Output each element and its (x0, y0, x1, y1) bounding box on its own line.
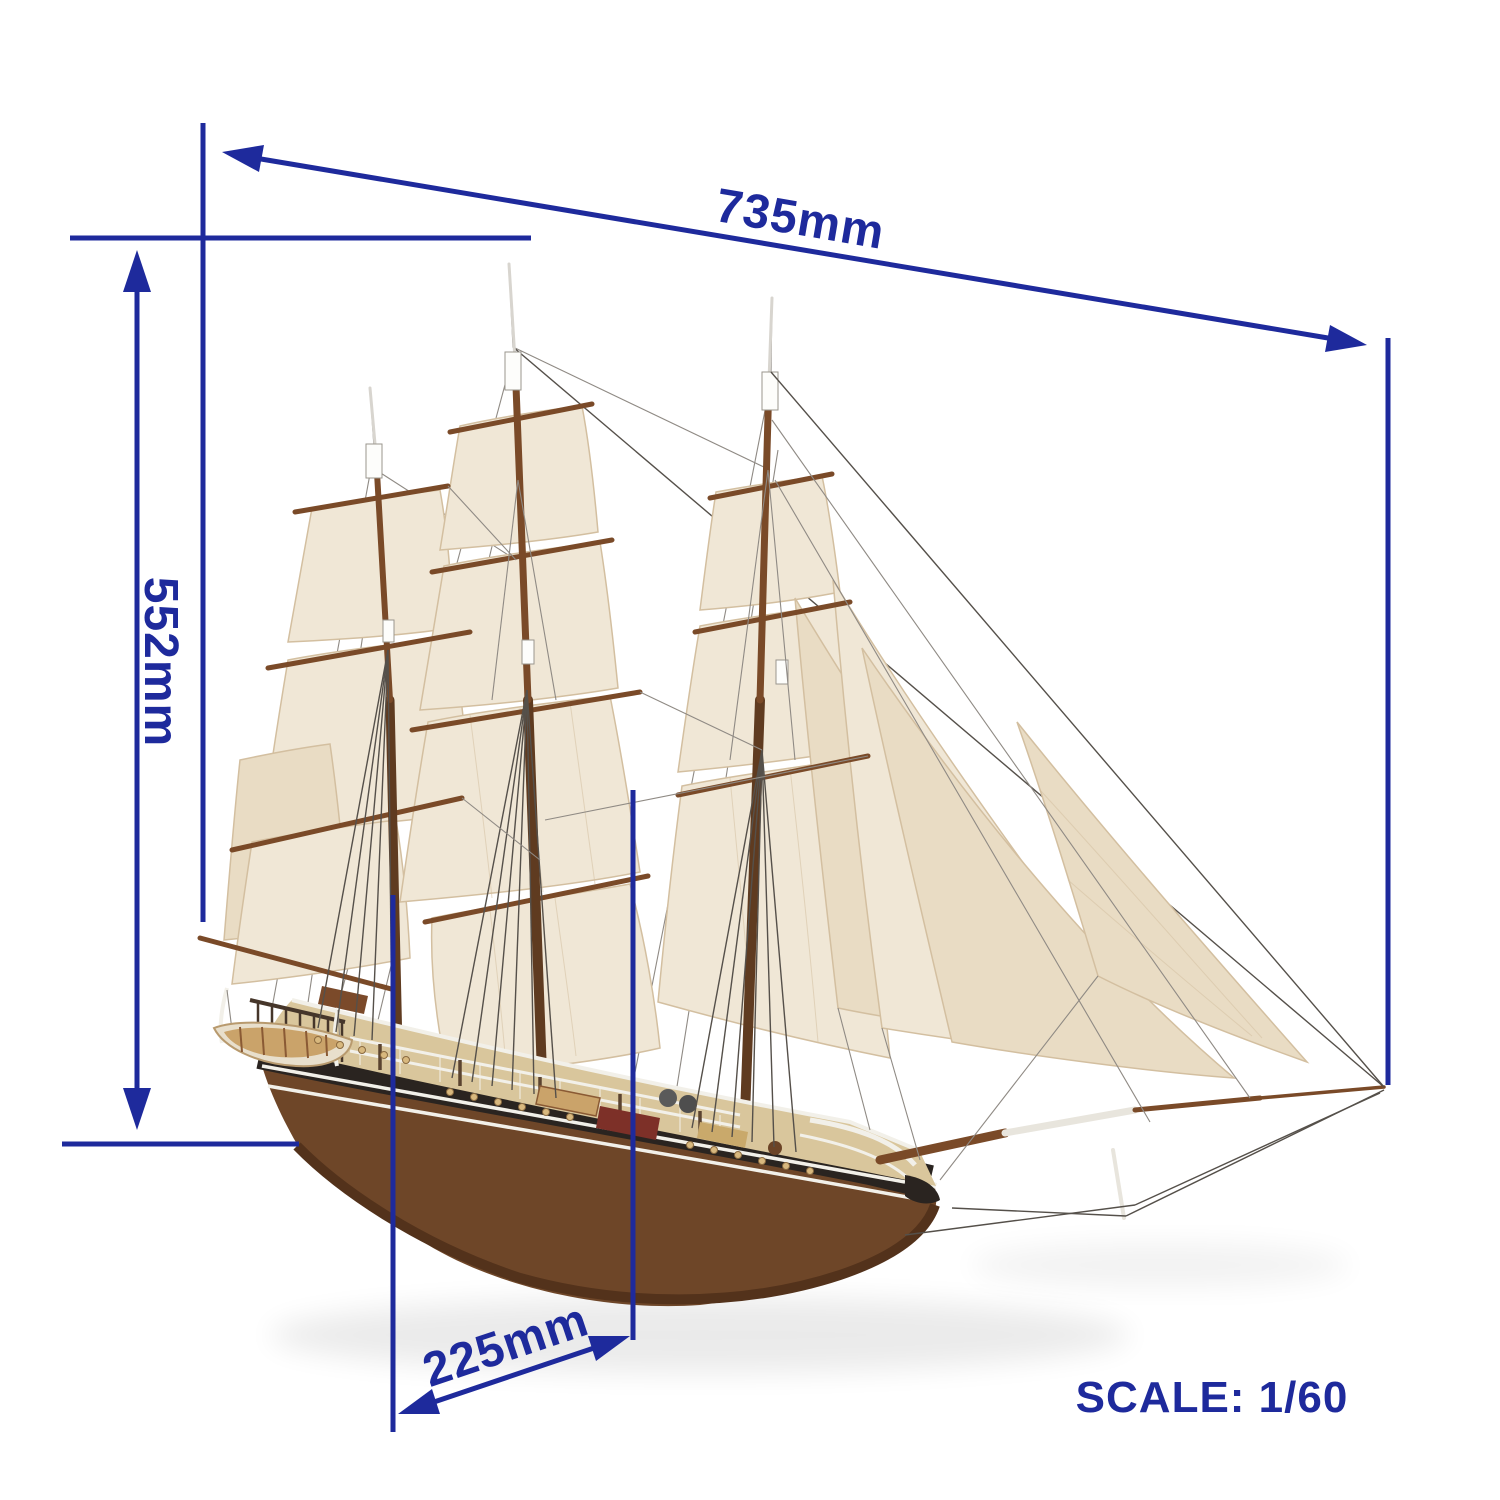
stern-boat (212, 987, 354, 1068)
fore-mast-cap (761, 371, 779, 411)
length-dimension-arrow (222, 145, 1367, 352)
mizzen-mast-cap (365, 443, 383, 479)
hull (212, 986, 940, 1307)
deadeyes (314, 1036, 814, 1175)
red-deckhouse (596, 1106, 660, 1140)
deck-furniture (318, 986, 782, 1155)
bowsprit (875, 1085, 1386, 1220)
scale-label: SCALE: 1/60 (1075, 1373, 1349, 1422)
sails (223, 405, 1310, 1079)
height-dimension-label: 552mm (134, 576, 187, 748)
length-arrowhead-right (1325, 325, 1367, 352)
rigging-front (314, 371, 1385, 1236)
beam-dimension-arrow (398, 1336, 630, 1414)
length-arrowhead-left (222, 145, 264, 172)
extension-lines (62, 123, 1391, 1432)
ship-shadow (270, 1243, 1350, 1373)
masts (365, 262, 789, 1120)
height-arrowhead-bottom (123, 1088, 151, 1130)
main-mast-cap (504, 351, 522, 391)
beam-arrowhead-left (398, 1389, 440, 1414)
height-dimension-arrow (123, 250, 151, 1130)
beam-arrowhead-right (588, 1336, 630, 1361)
height-arrowhead-top (123, 250, 151, 292)
